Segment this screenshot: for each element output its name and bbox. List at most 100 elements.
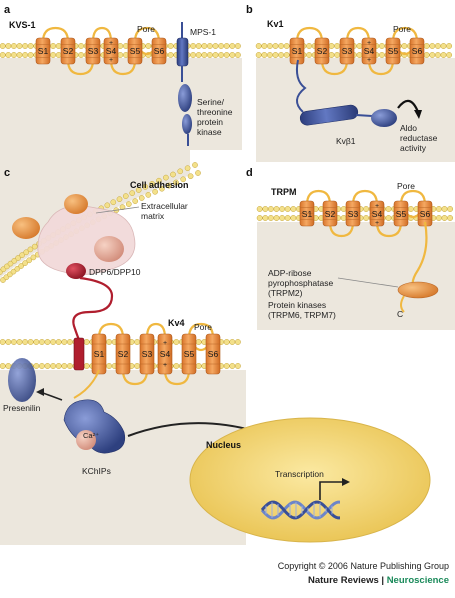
panel-d-lipid-head (267, 215, 274, 221)
panel-c-cell-lipid-head (110, 199, 117, 206)
panel-c-lipid-head (134, 363, 141, 369)
panel-a-s4-charge: + (109, 40, 113, 47)
panel-d-lipid-head (267, 206, 274, 212)
panel-d-cterm-label: C (397, 309, 403, 319)
panel-a-lipid-head (212, 43, 219, 49)
panel-b-lipid-head (440, 52, 447, 58)
panel-a-lipid-head (117, 52, 124, 58)
panel-d-lipid-head (256, 206, 263, 212)
panel-a-lipid-head (22, 43, 29, 49)
panel-c-lipid-head (0, 339, 6, 345)
panel-d-loops (305, 189, 427, 238)
panel-a-lipid-head (50, 52, 57, 58)
panel-d-lipid-head (273, 206, 280, 212)
panel-c-adhesion-molecule-2 (64, 194, 88, 214)
panel-c-adhesion-molecule-1 (12, 217, 40, 239)
panel-d-lipid-head (441, 215, 448, 221)
panel-a-lipid-head (234, 43, 241, 49)
panel-c-tss-arrow (319, 481, 344, 500)
panel-c-lipid-head (61, 339, 68, 345)
panel-c-lipid-head (33, 339, 40, 345)
panel-b-title: Kv1 (267, 19, 284, 29)
panel-d-s4-charge: + (375, 203, 379, 210)
panel-b-beta-rod (299, 104, 359, 126)
footer-credit: Nature Reviews | Neuroscience (308, 575, 449, 586)
panel-d-annotation-leader (337, 277, 399, 288)
panel-a-lipid-head (190, 52, 197, 58)
panel-c-cell-lipid-head (104, 202, 111, 209)
panel-a-kinase-domain (178, 84, 192, 112)
panel-a-lipid-head (0, 52, 6, 58)
panel-c-cell-lipid-head (132, 198, 139, 204)
panel-d-lipid-head (363, 215, 370, 221)
panel-c-cell-lipid-head (152, 188, 158, 195)
panel-c-kchips-label: KChIPs (82, 466, 111, 476)
panel-b-segment-label-s6: S6 (412, 46, 423, 56)
panel-b-segment-label-s5: S5 (388, 46, 399, 56)
panel-b-lipid-head (278, 52, 285, 58)
panel-a-lipid-head (229, 52, 236, 58)
panel-c-cell-lipid-head (27, 246, 34, 253)
panel-b-lipid-head (283, 52, 290, 58)
panel-d-lipid-head (273, 215, 280, 221)
panel-b-lipid-head (272, 43, 279, 49)
panel-d-segment-label-s4: S4 (372, 209, 383, 219)
panel-c-dpp-label: DPP6/DPP10 (89, 267, 141, 277)
panel-d-enzyme-domain (397, 281, 439, 299)
panel-b-lipid-head (261, 43, 268, 49)
panel-c-lipid-head (229, 363, 236, 369)
panel-b-lipid-head (378, 43, 385, 49)
panel-a-lipid-head (16, 43, 23, 49)
panel-b-lipid-head (266, 52, 273, 58)
panel-a-s4-charge: + (109, 57, 113, 64)
panel-b-aldo-line3: activity (400, 143, 427, 153)
panel-c-cell-lipid-head (10, 268, 17, 275)
panel-d-lipid-head (256, 215, 263, 221)
panel-c-segment-label-s5: S5 (184, 349, 195, 359)
panel-a-kinase-line1: Serine/ (197, 97, 225, 107)
panel-c-segment-label-s6: S6 (208, 349, 219, 359)
panel-a-lipid-head (5, 43, 12, 49)
panel-d-lipid-head (290, 206, 297, 212)
panel-a-lipid-head (0, 43, 6, 49)
panel-c-cell-lipid-head (138, 195, 145, 201)
panel-d-lipid-head (284, 206, 291, 212)
panel-c-lipid-head (195, 363, 202, 369)
panel-c-tss-arrowhead (342, 478, 350, 486)
panel-c-s4-charge: + (163, 340, 167, 347)
panel-c-matrix-leader (95, 206, 140, 214)
panel-c-lipid-head (38, 363, 45, 369)
panel-c-lipid-head (44, 339, 51, 345)
panel-d-lipid-head (447, 206, 454, 212)
panel-c-lipid-head (10, 339, 17, 345)
footer-copyright: Copyright © 2006 Nature Publishing Group (277, 561, 449, 571)
panel-c-lipid-head (66, 363, 73, 369)
panel-a-lipid-head (55, 52, 62, 58)
panel-b-loops (295, 26, 419, 76)
panel-d-lipid-head (385, 206, 392, 212)
panel-d-segment-label-s6: S6 (420, 209, 431, 219)
panel-c-cell-lipid-head (11, 257, 18, 264)
panel-d-lipid-head (435, 215, 442, 221)
panel-c-cell-lipid-head (166, 182, 172, 189)
panel-a-lipid-head (78, 43, 85, 49)
panel-b-activity-arrow (397, 99, 420, 113)
panel-c-cell-lipid-head (145, 192, 152, 198)
panel-c-segment-label-s3: S3 (142, 349, 153, 359)
panel-a-segment-label-s2: S2 (63, 46, 74, 56)
panel-c-kv4-nterm (73, 369, 100, 399)
panel-c-lipid-head (44, 363, 51, 369)
panel-a-segment-label-s3: S3 (88, 46, 99, 56)
panel-a-lipid-head (206, 43, 213, 49)
panel-a-kinase-line4: kinase (197, 127, 222, 137)
panel-c-letter: c (4, 167, 10, 179)
panel-b-aldo-line1: Aldo (400, 123, 417, 133)
panel-a-lipid-head (10, 43, 17, 49)
panel-d-lipid-head (262, 206, 269, 212)
panel-c-calcium-site (76, 430, 96, 450)
panel-c-dpp-tm-helix (73, 337, 85, 371)
panel-d-segment-label-s3: S3 (348, 209, 359, 219)
panel-c-cell-lipid-head (26, 257, 33, 264)
panel-c-adhesion-label: Cell adhesion (130, 180, 189, 190)
